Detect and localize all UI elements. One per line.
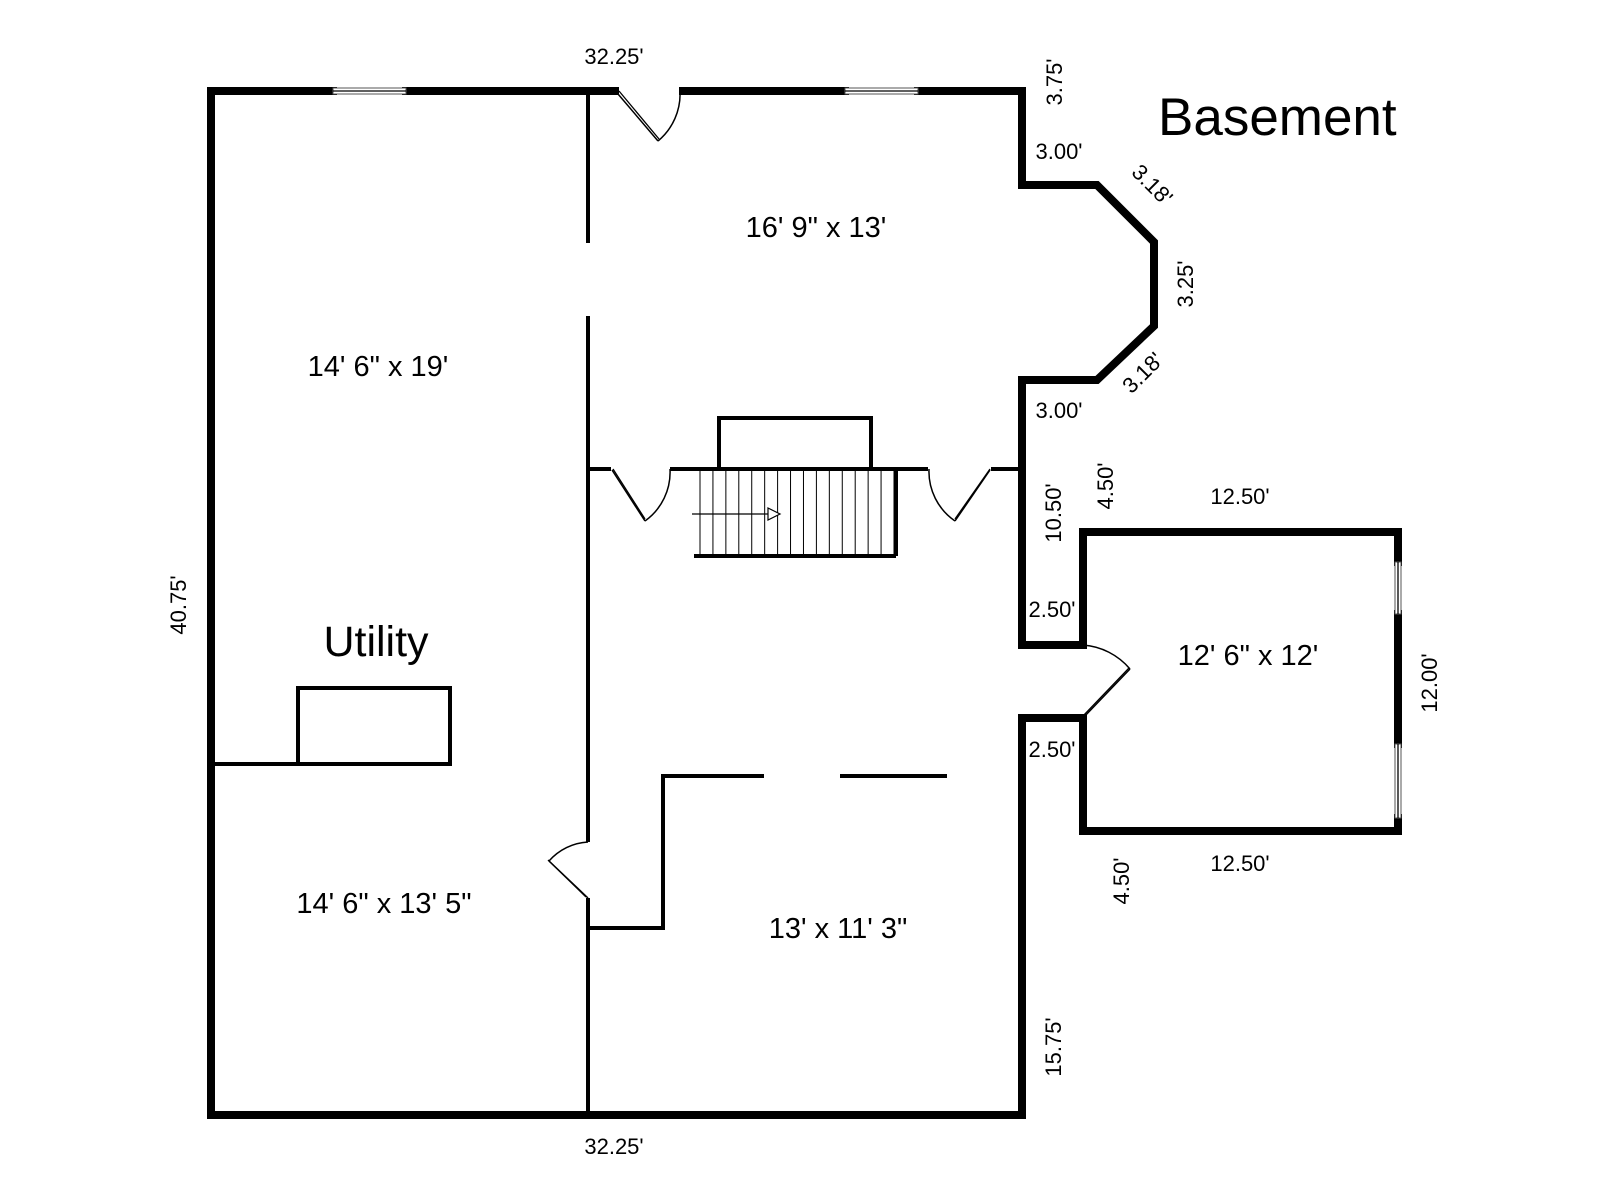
windows <box>332 87 1402 819</box>
door-north-entry[interactable] <box>617 90 681 142</box>
dim-notch-top: 3.75' <box>1042 58 1067 105</box>
plan-title: Basement <box>1158 88 1397 147</box>
dim-bay-side: 3.25' <box>1173 260 1198 307</box>
room-label-upper-left: 14' 6" x 19' <box>308 351 449 383</box>
room-label-lower-right: 13' x 11' 3" <box>769 913 908 945</box>
window-north-right <box>844 87 919 95</box>
stair-arrowhead-icon <box>767 507 782 521</box>
north-west-wall <box>207 87 1402 1119</box>
dim-bay-bottom-step: 3.00' <box>1035 398 1082 423</box>
utility-fixture <box>296 686 452 766</box>
doors <box>547 90 1131 899</box>
dim-east-room-bottom-left: 4.50' <box>1109 857 1134 904</box>
room-label-upper-right: 16' 9" x 13' <box>746 212 887 244</box>
dim-east-room-top-left: 4.50' <box>1093 462 1118 509</box>
window-north-left <box>332 87 407 95</box>
room-label-lower-left: 14' 6" x 13' 5" <box>296 888 471 920</box>
staircase[interactable] <box>692 469 898 558</box>
dim-east-lower-wall: 15.75' <box>1041 1017 1066 1076</box>
utility-label: Utility <box>323 618 429 666</box>
room-label-east: 12' 6" x 12' <box>1178 640 1319 672</box>
door-stair-west[interactable] <box>611 468 671 522</box>
lower-room-partition <box>588 774 764 930</box>
dim-east-room-lower-step: 2.50' <box>1028 737 1075 762</box>
dim-top: 32.25' <box>584 44 643 69</box>
dim-east-room-bottom: 12.50' <box>1210 851 1269 876</box>
exterior-walls <box>207 87 1402 1119</box>
dim-east-room-top: 12.50' <box>1210 484 1269 509</box>
door-lower-left-room[interactable] <box>547 841 589 899</box>
door-east-room[interactable] <box>1082 644 1131 719</box>
landing-box <box>717 416 873 471</box>
window-east-upper <box>1394 561 1402 615</box>
dim-east-upper-wall: 10.50' <box>1041 483 1066 542</box>
interior-walls <box>211 91 1022 1115</box>
dim-east-room-upper-step: 2.50' <box>1028 597 1075 622</box>
north-east-wall-with-bay <box>914 87 1402 649</box>
dim-left: 40.75' <box>166 575 191 634</box>
dim-bottom: 32.25' <box>584 1134 643 1159</box>
window-east-lower <box>1394 743 1402 819</box>
dim-bay-top-step: 3.00' <box>1035 139 1082 164</box>
dim-bay-upper-diag: 3.18' <box>1127 159 1178 210</box>
dim-east-room-right: 12.00' <box>1417 653 1442 712</box>
door-stair-east[interactable] <box>928 468 991 522</box>
